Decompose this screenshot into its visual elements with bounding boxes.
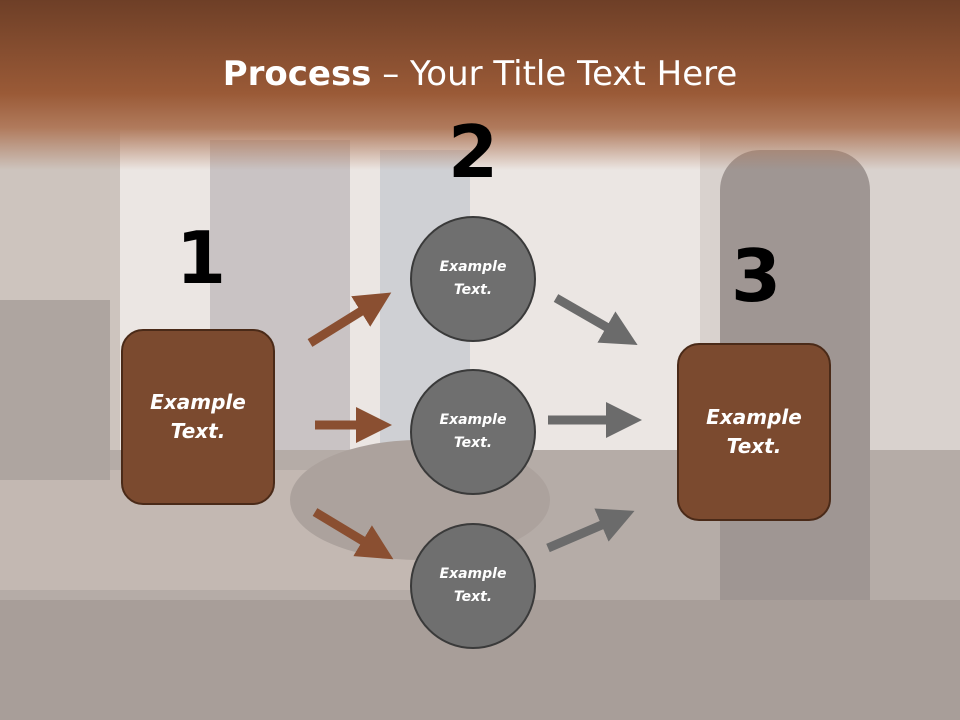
- step-number-1: 1: [176, 216, 227, 300]
- title-band: [0, 0, 960, 170]
- step-1-box: Example Text.: [121, 329, 275, 505]
- step-3-box: Example Text.: [677, 343, 831, 521]
- slide-title: Process – Your Title Text Here: [0, 52, 960, 96]
- circle-middle-label: Example Text.: [439, 412, 507, 451]
- circle-top-label: Example Text.: [439, 259, 507, 298]
- arrow-top-to-3: [553, 294, 638, 345]
- step-2-circle-middle: Example Text.: [410, 369, 536, 495]
- arrow-1-to-top: [307, 292, 392, 347]
- step-number-2: 2: [448, 110, 499, 194]
- step-number-3: 3: [731, 234, 782, 318]
- title-rest: – Your Title Text Here: [371, 54, 738, 94]
- step-2-circle-bottom: Example Text.: [410, 523, 536, 649]
- step-1-label: Example Text.: [150, 390, 246, 443]
- circle-bottom-label: Example Text.: [439, 566, 507, 605]
- step-3-label: Example Text.: [706, 405, 802, 458]
- arrow-1-to-bottom: [312, 508, 394, 560]
- title-bold: Process: [222, 54, 372, 94]
- step-2-circle-top: Example Text.: [410, 216, 536, 342]
- arrow-bottom-to-3: [546, 508, 635, 553]
